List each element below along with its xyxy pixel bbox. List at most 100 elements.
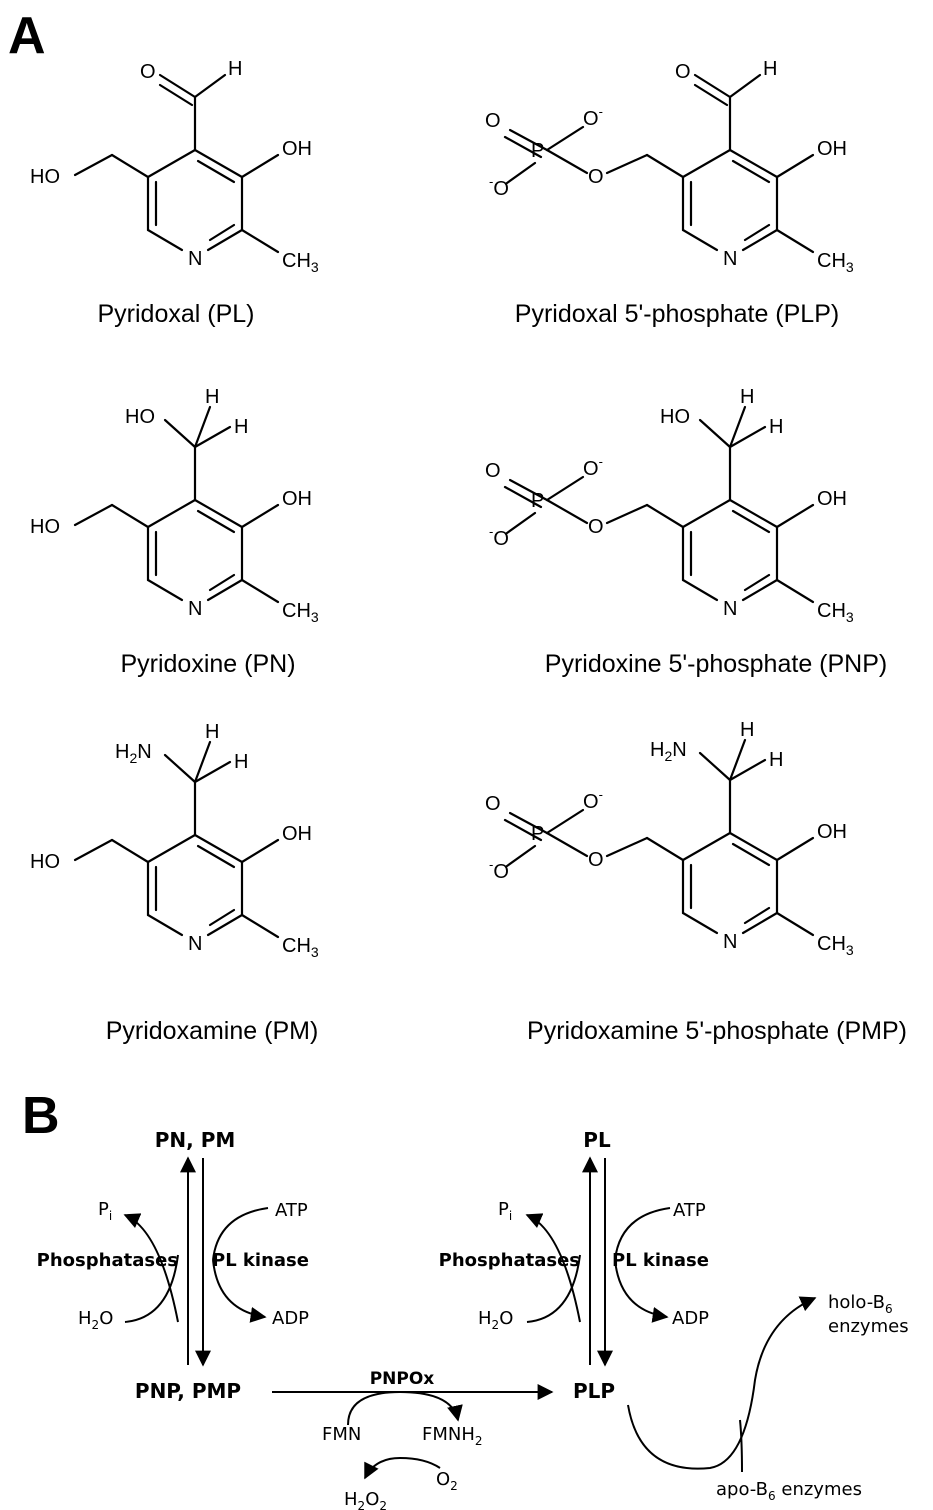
pyridoxine-phosphate-structure: HO H H OH O P O O- -O N CH3 [485,386,885,625]
phosphorus-label: P [531,140,544,162]
amine-label: H2N [115,741,152,766]
h2o-input-curve [124,1254,179,1323]
pi-release-arrow [525,1213,581,1323]
hydrogen-label: H [205,386,219,408]
phosphatases-label: Phosphatases [37,1250,178,1271]
molecule-caption: Pyridoxal 5'-phosphate (PLP) [514,300,840,328]
hydrogen-label: H [205,721,219,743]
methyl-label: CH3 [817,933,854,958]
nitrogen-label: N [188,598,202,620]
h2o-label: H2O [478,1308,513,1332]
h2o2-label: H2O2 [344,1489,387,1510]
h2o-input-curve [526,1254,581,1323]
oxygen-label: O [675,61,691,83]
oxygen-anion-label: O- [583,454,603,480]
adp-label: ADP [672,1308,709,1329]
hydrogen-label: H [769,749,783,771]
oxygen-label: O [485,110,501,132]
atp-input-curve [212,1207,269,1261]
hydroxyl-label: HO [30,851,60,873]
pnp-pmp-label: PNP, PMP [135,1379,241,1403]
oxygen-to-peroxide-arrow [364,1456,441,1480]
fmn-label: FMN [322,1424,361,1445]
hydrogen-label: H [740,719,754,741]
panel-b-label: B [22,1087,60,1145]
pi-label: Pi [498,1199,512,1223]
oxygen-anion-label: -O [489,524,509,550]
pyridoxine-structure: HO H H OH HO N CH3 [20,386,350,625]
apo-enzymes-label: apo-B6 enzymes [716,1479,862,1503]
pl-kinase-label: PL kinase [612,1250,709,1271]
phosphatases-label: Phosphatases [439,1250,580,1271]
molecule-caption: Pyridoxamine (PM) [105,1017,319,1045]
nitrogen-label: N [723,931,737,953]
pyridoxamine-phosphate-structure: H2N H H OH O P O O- -O N CH3 [485,719,885,958]
methyl-label: CH3 [817,250,854,275]
hydroxyl-label: OH [282,138,312,160]
oxygen-label: O [140,61,156,83]
amine-label: H2N [650,739,687,764]
oxygen-anion-label: O- [583,104,603,130]
holo-enzymes-label-line2: enzymes [828,1316,909,1337]
holo-enzymes-label: holo-B6 [828,1292,893,1316]
phosphorus-label: P [531,823,544,845]
pl-label: PL [583,1128,611,1152]
molecule-caption: Pyridoxine (PN) [120,650,296,678]
hydroxyl-label: OH [817,821,847,843]
pyridoxal-structure: O H OH HO N CH3 [20,45,350,275]
o2-label: O2 [436,1469,458,1493]
pl-kinase-label: PL kinase [212,1250,309,1271]
oxygen-anion-label: -O [489,857,509,883]
nitrogen-label: N [188,933,202,955]
atp-label: ATP [275,1200,308,1221]
hydrogen-label: H [763,58,777,80]
atp-label: ATP [673,1200,706,1221]
hydrogen-label: H [228,58,242,80]
oxygen-label: O [588,516,604,538]
apoenzyme-input-line [739,1419,743,1473]
pnpox-label: PNPOx [370,1369,435,1389]
nitrogen-label: N [723,248,737,270]
hydroxyl-label: OH [282,488,312,510]
pi-release-arrow [123,1213,179,1323]
hydroxyl-label: OH [817,488,847,510]
fmnh2-label: FMNH2 [422,1424,483,1448]
methyl-label: CH3 [282,935,319,960]
hydroxyl-label: HO [30,166,60,188]
hydrogen-label: H [740,386,754,408]
nitrogen-label: N [723,598,737,620]
hydroxyl-label: OH [817,138,847,160]
plp-label: PLP [573,1379,615,1403]
fmn-reduction-arrow [347,1390,463,1426]
adp-release-arrow [614,1259,669,1323]
methyl-label: CH3 [282,250,319,275]
oxygen-label: O [485,460,501,482]
plp-to-holoenzyme-arrow [627,1296,817,1470]
oxygen-anion-label: -O [489,174,509,200]
hydrogen-label: H [234,416,248,438]
pyridoxal-phosphate-structure: O H OH O P O O- -O N CH3 [485,45,885,275]
hydrogen-label: H [234,751,248,773]
molecule-caption: Pyridoxamine 5'-phosphate (PMP) [527,1017,907,1045]
hydroxyl-label: HO [660,406,690,428]
hydroxyl-label: HO [30,516,60,538]
atp-input-curve [614,1207,671,1261]
oxygen-label: O [485,793,501,815]
adp-release-arrow [212,1259,267,1323]
oxygen-label: O [588,849,604,871]
molecule-caption: Pyridoxine 5'-phosphate (PNP) [544,650,888,678]
pn-pm-label: PN, PM [155,1128,236,1152]
methyl-label: CH3 [817,600,854,625]
pyridoxamine-structure: H2N H H OH HO N CH3 [20,721,350,960]
oxygen-label: O [588,166,604,188]
phosphorus-label: P [531,490,544,512]
hydroxyl-label: HO [125,406,155,428]
hydroxyl-label: OH [282,823,312,845]
vitamin-b6-pathway-diagram: PN, PM Pi ATP Phosphatases PL kinase H2O… [37,1128,909,1510]
h2o-label: H2O [78,1308,113,1332]
nitrogen-label: N [188,248,202,270]
methyl-label: CH3 [282,600,319,625]
hydrogen-label: H [769,416,783,438]
panel-a-label: A [8,7,46,65]
oxygen-anion-label: O- [583,787,603,813]
